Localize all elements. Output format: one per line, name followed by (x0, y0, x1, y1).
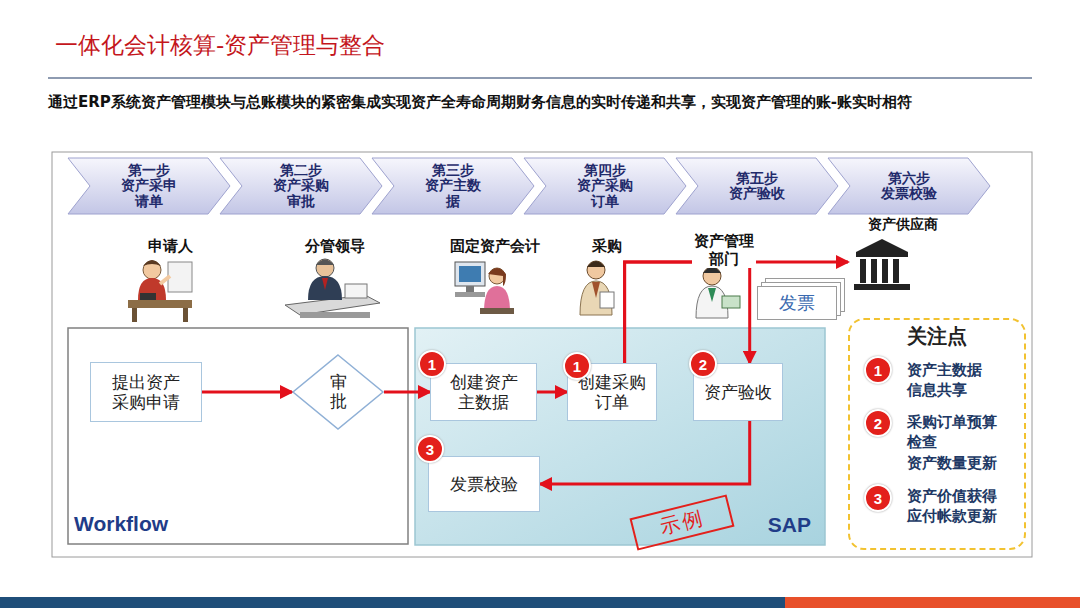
subtitle: 通过ERP系统资产管理模块与总账模块的紧密集成实现资产全寿命周期财务信息的实时传… (48, 92, 1033, 113)
node-label: 第三步 资产主数 据 (425, 163, 481, 209)
applicant-icon (128, 260, 192, 322)
callout-number: 1 (864, 356, 892, 384)
node-label: 发票 (779, 292, 815, 314)
node-label: 发票校验 (450, 474, 518, 494)
node-label: 第四步 资产采购 订单 (577, 163, 633, 209)
step-chevron: 第二步 资产采购 审批 (220, 158, 382, 214)
footer-bar-accent (785, 597, 1080, 608)
system-name: SAP (768, 512, 811, 537)
role-label: 采购 (590, 237, 624, 255)
focus-item: 采购订单预算 检查 资产数量更新 (907, 412, 997, 473)
callout-number: 1 (418, 350, 446, 378)
diagram-frame (52, 152, 1032, 557)
invoice-document: 发票 (757, 286, 837, 320)
callout-number: 2 (689, 350, 717, 378)
watermark-stamp: 示例 (629, 494, 734, 550)
step-chevron: 第三步 资产主数 据 (372, 158, 534, 214)
flow-arrow (202, 391, 292, 394)
step-chevron: 第四步 资产采购 订单 (524, 158, 686, 214)
flow-arrow (384, 391, 430, 394)
step-chevron: 第一步 资产采申 请单 (68, 158, 230, 214)
focus-item: 资产价值获得 应付帐款更新 (907, 486, 997, 527)
flow-arrow (625, 262, 750, 363)
callout-number: 3 (864, 484, 892, 512)
flow-arrow (537, 391, 567, 394)
system-name: Workflow (74, 511, 168, 536)
callout-number: 3 (416, 435, 444, 463)
system-panel: SAP 创建资产 主数据 创建采购 订单 资产验收发票校验 (415, 328, 825, 545)
decision-diamond: 审批 (292, 354, 384, 430)
node-label: 资产验收 (704, 382, 772, 402)
supplier-node: 资产供应商 (848, 214, 958, 296)
node-label: 第六步 发票校验 (881, 171, 937, 202)
role-label: 固定资产会计 (448, 237, 542, 255)
bank-icon (854, 239, 910, 290)
page-title: 一体化会计核算-资产管理与整合 (55, 30, 385, 61)
process-box: 创建资产 主数据 (430, 363, 537, 421)
node-label: 提出资产 采购申请 (112, 372, 180, 413)
role-label: 分管领导 (303, 237, 367, 255)
flow-arrow (540, 421, 750, 484)
focus-item: 资产主数据 信息共享 (907, 360, 982, 401)
asset-staff-icon (696, 267, 740, 318)
title-rule (48, 77, 1032, 78)
system-panel: Workflow 提出资产 采购申请 审批 (68, 328, 408, 544)
node-label: 第二步 资产采购 审批 (273, 163, 329, 209)
footer-bar (0, 597, 785, 608)
accountant-icon (455, 262, 514, 314)
node-label: 第五步 资产验收 (729, 171, 785, 202)
node-label: 资产供应商 (848, 216, 958, 233)
role-label: 申请人 (146, 237, 195, 255)
callout-number: 2 (864, 409, 892, 437)
callout-number: 1 (563, 352, 591, 380)
panel-fill (68, 328, 408, 544)
flow-arrow (625, 262, 848, 363)
leader-icon (285, 259, 380, 318)
process-box: 提出资产 采购申请 (90, 362, 202, 422)
node-label: 审批 (330, 373, 347, 410)
step-chevron: 第六步 发票校验 (828, 158, 990, 214)
panel-heading: 关注点 (850, 324, 1024, 348)
process-box: 发票校验 (428, 456, 540, 512)
purchaser-icon (580, 261, 614, 315)
node-label: 创建资产 主数据 (450, 372, 518, 413)
node-label: 第一步 资产采申 请单 (121, 163, 177, 209)
node-label: 创建采购 订单 (578, 372, 646, 413)
panel-fill (415, 328, 825, 545)
step-chevron: 第五步 资产验收 (676, 158, 838, 214)
role-label: 资产管理 部门 (692, 232, 756, 268)
